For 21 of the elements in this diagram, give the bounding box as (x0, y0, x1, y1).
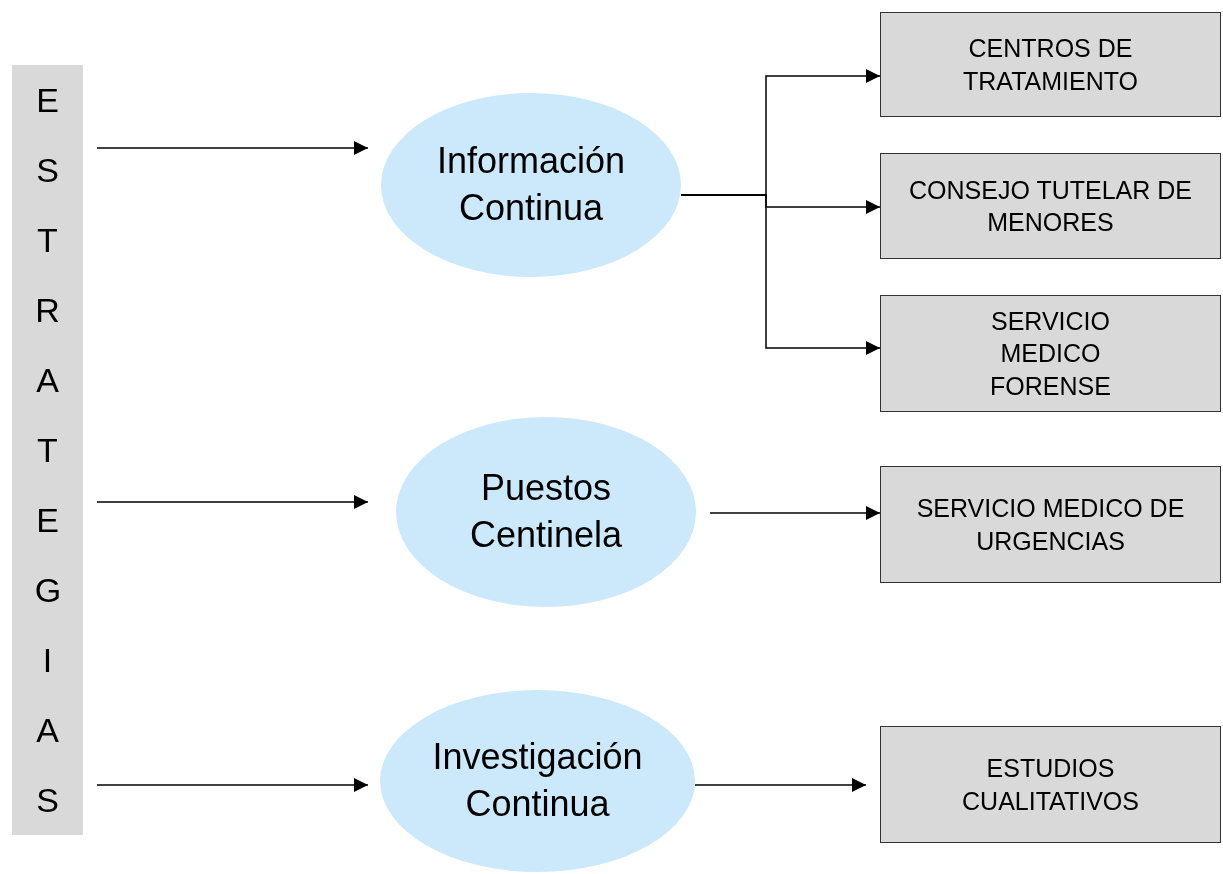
service-box (880, 295, 1221, 412)
arrow (96, 778, 369, 792)
service-label: ESTUDIOS CUALITATIVOS (961, 753, 1140, 817)
service-label: CONSEJO TUTELAR DE MENORES (908, 174, 1193, 238)
service-box (880, 466, 1221, 583)
service-label: SERVICIO MEDICO DE URGENCIAS (915, 493, 1186, 557)
arrow (96, 141, 369, 155)
service-label: SERVICIO MEDICO FORENSE (989, 305, 1112, 402)
arrow (680, 194, 881, 355)
arrow (694, 778, 867, 792)
strategy-label: Información Continua (435, 139, 627, 230)
service-label: CENTROS DE TRATAMIENTO (962, 33, 1139, 97)
arrow (96, 495, 369, 509)
strategy-label: Puestos Centinela (468, 466, 624, 557)
strategy-label: Investigación Continua (431, 735, 644, 826)
vertical-title: ESTRATEGIAS (34, 80, 61, 821)
arrow (709, 506, 881, 520)
service-box (880, 153, 1221, 259)
service-box (880, 726, 1221, 843)
service-box (880, 12, 1221, 117)
title-band (12, 65, 83, 835)
